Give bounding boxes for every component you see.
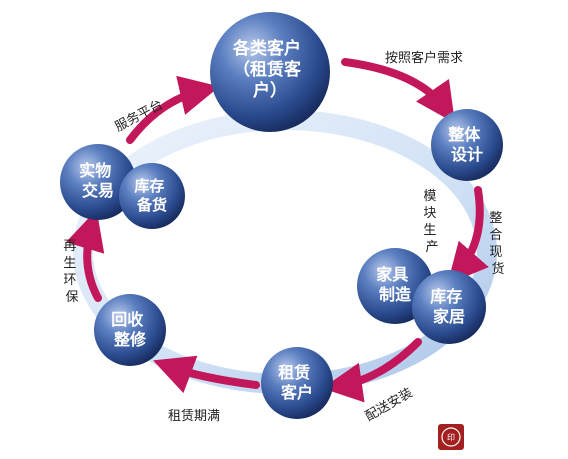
edge-label-module-production-char: 生 <box>423 223 436 238</box>
svg-text:回收 整修: 回收 整修 <box>111 310 149 349</box>
svg-text:各类客户 （租赁客 户）: 各类客户 （租赁客 户） <box>232 38 307 101</box>
svg-text:整体 设计: 整体 设计 <box>447 125 486 164</box>
node-customers-line-2: （租赁客 <box>233 59 302 80</box>
node-furniture-make-line-2: 制造 <box>379 285 412 304</box>
arrow-stock-home-to-lease <box>322 338 422 403</box>
edge-label-module-production: 模 块 生 产 <box>423 189 440 255</box>
edge-label-regenerate-char: 环 <box>63 273 76 288</box>
node-stock-goods-line-2: 备货 <box>136 196 167 214</box>
node-design: 整体 设计 <box>431 109 503 181</box>
node-physical-trade: 实物 交易 <box>60 144 136 220</box>
edge-label-delivery-install: 配送安装 <box>363 386 416 425</box>
edge-label-module-production-char: 块 <box>423 206 436 221</box>
node-customers: 各类客户 （租赁客 户） <box>210 12 330 132</box>
edge-label-regenerate: 再 生 环 保 <box>63 239 80 305</box>
edge-label-demand: 按照客户需求 <box>385 50 463 66</box>
edge-label-regenerate-char: 生 <box>63 256 76 271</box>
svg-text:实物 交易: 实物 交易 <box>79 161 117 200</box>
svg-text:家具 制造: 家具 制造 <box>376 265 414 304</box>
svg-text:库存 家居: 库存 家居 <box>430 287 468 326</box>
node-recycle: 回收 整修 <box>94 294 166 366</box>
svg-text:库存 备货: 库存 备货 <box>134 177 169 214</box>
edge-label-lease-expiry: 租赁期满 <box>168 409 220 424</box>
edge-label-integrate-stock-char: 货 <box>491 261 504 277</box>
node-customers-line-1: 各类客户 <box>232 38 301 59</box>
arrow-design-to-stock-home <box>447 186 489 285</box>
node-stock-goods: 库存 备货 <box>119 163 185 229</box>
node-stock-home: 库存 家居 <box>412 270 486 344</box>
seal-stamp: 印 <box>438 424 464 450</box>
arrow-trade-to-customers <box>126 75 220 144</box>
node-lease-customer: 租赁 客户 <box>261 347 333 419</box>
node-stock-goods-line-1: 库存 <box>134 177 164 195</box>
node-recycle-line-2: 整修 <box>113 330 147 349</box>
node-lease-customer-line-1: 租赁 <box>278 363 310 382</box>
node-physical-trade-line-2: 交易 <box>82 181 114 200</box>
seal-stamp-text: 印 <box>447 433 455 442</box>
arrow-lease-to-recycle <box>153 355 260 394</box>
node-recycle-line-1: 回收 <box>111 310 143 329</box>
edge-label-integrate-stock-char: 现 <box>489 245 502 260</box>
node-stock-home-line-1: 库存 <box>430 287 462 306</box>
node-stock-home-line-2: 家居 <box>433 307 465 326</box>
arrow-customers-to-design <box>341 58 456 124</box>
arrow-recycle-to-trade <box>65 209 105 302</box>
svg-text:租赁 客户: 租赁 客户 <box>278 363 316 402</box>
edge-label-module-production-char: 模 <box>423 189 436 204</box>
edge-label-module-production-char: 产 <box>425 240 438 255</box>
node-physical-trade-line-1: 实物 <box>79 161 111 180</box>
edge-label-regenerate-char: 保 <box>65 290 78 305</box>
node-customers-line-3: 户） <box>253 80 287 101</box>
node-design-line-2: 设计 <box>451 145 483 164</box>
node-furniture-make-line-1: 家具 <box>376 265 408 284</box>
edge-label-regenerate-char: 再 <box>63 239 76 254</box>
edge-label-integrate-stock-char: 整 <box>489 211 502 226</box>
edge-label-integrate-stock: 整 合 现 货 <box>489 211 506 277</box>
edge-label-integrate-stock-char: 合 <box>489 228 502 243</box>
node-design-line-1: 整体 <box>447 125 481 144</box>
node-lease-customer-line-2: 客户 <box>281 383 313 402</box>
